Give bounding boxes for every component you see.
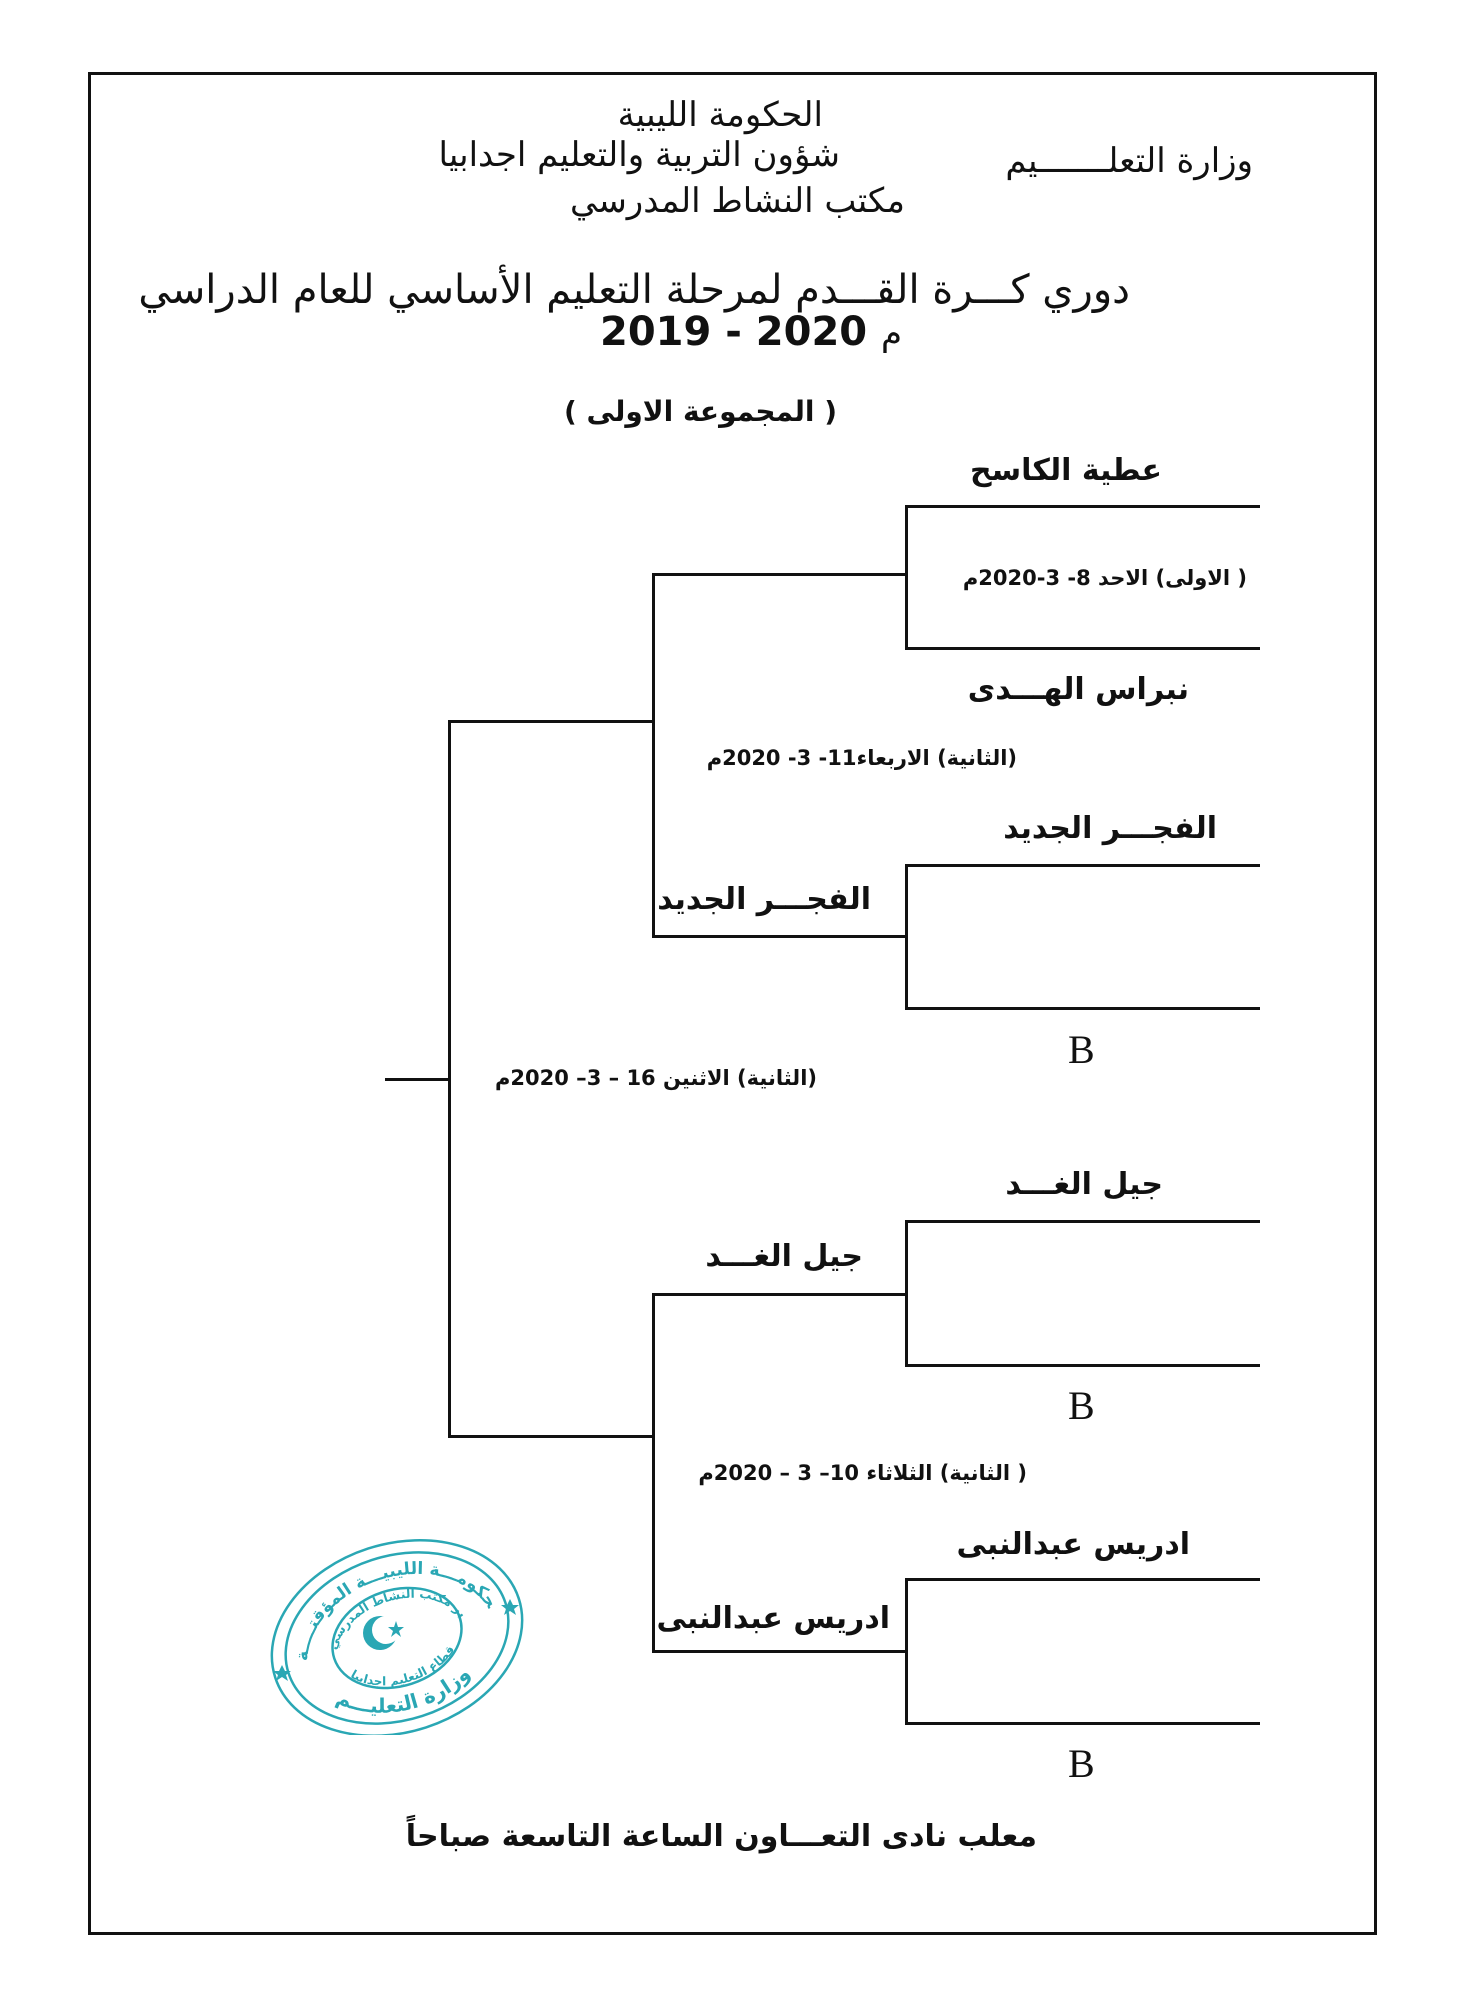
season-year: 2019 - 2020 م xyxy=(600,312,902,352)
match-date: (الثانية) الاثنين 16 – 3– 2020م xyxy=(495,1066,817,1090)
team-label: ادريس عبدالنبى xyxy=(656,1601,890,1636)
team-label: جيل الغـــد xyxy=(1005,1167,1163,1202)
team-label: نبراس الهـــدى xyxy=(967,672,1189,707)
activity-office-title: مكتب النشاط المدرسي xyxy=(569,181,905,221)
bracket-line xyxy=(905,1578,1260,1581)
affairs-title: شؤون التربية والتعليم اجدابيا xyxy=(438,135,840,175)
match-date: ( الثانية) الثلاثاء 10– 3 – 2020م xyxy=(698,1461,1027,1485)
group-label: ( المجموعة الاولى ) xyxy=(563,395,837,428)
bye-label: B xyxy=(1068,1741,1095,1786)
bracket-line xyxy=(448,720,655,723)
bracket-line xyxy=(652,573,908,576)
season-year-range: 2019 - 2020 xyxy=(600,309,868,355)
document-frame xyxy=(88,72,1377,1935)
ministry-title: وزارة التعلـــــــيم xyxy=(1005,141,1253,181)
team-label: جيل الغـــد xyxy=(705,1239,863,1274)
bracket-line xyxy=(905,1364,1260,1367)
bracket-line xyxy=(905,864,1260,867)
bracket-line xyxy=(905,647,1260,650)
bracket-line xyxy=(905,1220,1260,1223)
bye-label: B xyxy=(1068,1027,1095,1072)
match-date: ( الاولى) الاحد 8- 3-2020م xyxy=(962,566,1247,590)
bracket-line xyxy=(652,935,908,938)
league-title: دوري كـــرة القـــدم لمرحلة التعليم الأس… xyxy=(138,267,1130,313)
bracket-line xyxy=(905,1007,1260,1010)
bracket-line xyxy=(905,505,908,650)
bracket-line xyxy=(905,505,1260,508)
season-year-suffix: م xyxy=(881,314,903,354)
team-label: الفجـــر الجديد xyxy=(657,882,871,917)
official-stamp-icon: الحكومـــة الليبيـــة المؤقتــــة مدير م… xyxy=(262,1535,524,1735)
bracket-line xyxy=(448,1435,655,1438)
bracket-line xyxy=(652,1293,655,1653)
bracket-line xyxy=(652,1650,908,1653)
bracket-line xyxy=(652,1293,908,1296)
bracket-line xyxy=(385,1078,451,1081)
match-date: (الثانية) الاربعاء11- 3- 2020م xyxy=(706,746,1017,770)
venue-footer: معلب نادى التعـــاون الساعة التاسعة صباح… xyxy=(405,1819,1037,1854)
government-title: الحكومة الليبية xyxy=(617,95,823,135)
bracket-line xyxy=(905,1722,1260,1725)
bracket-line xyxy=(652,573,655,938)
bye-label: B xyxy=(1068,1383,1095,1428)
team-label: ادريس عبدالنبى xyxy=(956,1527,1190,1562)
team-label: عطية الكاسح xyxy=(970,453,1162,488)
team-label: الفجـــر الجديد xyxy=(1003,811,1217,846)
